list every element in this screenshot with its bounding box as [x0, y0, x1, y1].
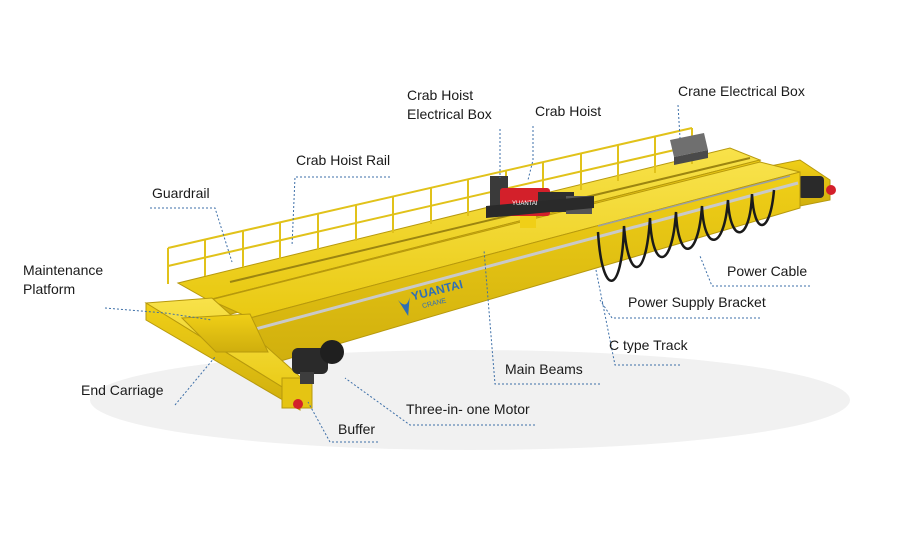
three-in-one-motor [292, 340, 344, 384]
label-buffer: Buffer [338, 421, 376, 437]
label-crab-hoist: Crab Hoist [535, 103, 602, 119]
label-main-beams: Main Beams [505, 361, 583, 377]
label-crane-electrical-box: Crane Electrical Box [678, 83, 805, 99]
leader-lines [104, 104, 810, 443]
buffer [293, 399, 303, 409]
power-cable [596, 189, 776, 282]
hoist-badge: YUANTAI [512, 201, 538, 207]
label-maintenance-platform: Maintenance Platform [23, 262, 104, 297]
label-crab-hoist-electrical-box: Crab Hoist Electrical Box [407, 87, 492, 122]
label-three-in-one-motor: Three-in- one Motor [406, 401, 530, 417]
crab-hoist: YUANTAI [486, 176, 594, 228]
label-power-cable: Power Cable [727, 263, 808, 279]
label-guardrail: Guardrail [152, 185, 210, 201]
power-supply-bracket-line [597, 175, 791, 227]
near-end-carriage [144, 297, 313, 411]
label-power-supply-bracket: Power Supply Bracket [628, 294, 766, 310]
crane-electrical-box [670, 133, 708, 165]
label-c-type-track: C type Track [609, 337, 688, 353]
label-crab-hoist-rail: Crab Hoist Rail [296, 152, 391, 168]
label-end-carriage: End Carriage [81, 382, 164, 398]
crab-hoist-rail [229, 157, 751, 283]
